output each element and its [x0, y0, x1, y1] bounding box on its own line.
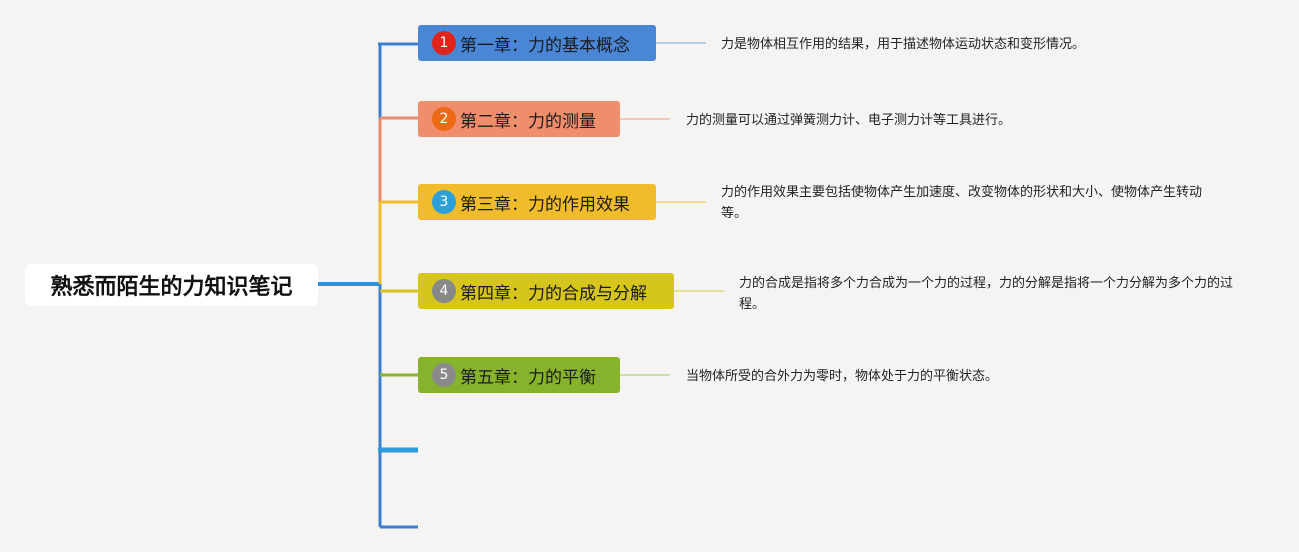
chapter-4-note[interactable]: 力的合成是指将多个力合成为一个力的过程，力的分解是指将一个力分解为多个力的过程。	[739, 276, 1234, 312]
root-topic[interactable]: 熟悉而陌生的力知识笔记	[25, 264, 318, 306]
chapter-4-title: 第四章：力的合成与分解	[460, 283, 647, 304]
chapter-4-topic[interactable]: 4 第四章：力的合成与分解	[418, 273, 674, 309]
number-1-badge-icon: 1	[432, 31, 456, 55]
chapter-1-topic[interactable]: 1 第一章：力的基本概念	[418, 25, 656, 61]
chapter-1-note[interactable]: 力是物体相互作用的结果，用于描述物体运动状态和变形情况。	[721, 37, 1086, 52]
chapter-2-topic[interactable]: 2 第二章：力的测量	[418, 101, 620, 137]
chapter-3-note[interactable]: 力的作用效果主要包括使物体产生加速度、改变物体的形状和大小、使物体产生转动等。	[721, 185, 1203, 221]
chapter-3-topic[interactable]: 3 第三章：力的作用效果	[418, 184, 656, 220]
number-5-badge-icon: 5	[432, 363, 456, 387]
chapter-3-title: 第三章：力的作用效果	[460, 194, 630, 215]
chapter-2-note[interactable]: 力的测量可以通过弹簧测力计、电子测力计等工具进行。	[686, 113, 1012, 128]
chapter-5-title: 第五章：力的平衡	[460, 367, 596, 388]
number-2-badge-icon: 2	[432, 107, 456, 131]
chapter-5-note[interactable]: 当物体所受的合外力为零时，物体处于力的平衡状态。	[686, 369, 999, 384]
number-4-badge-icon: 4	[432, 279, 456, 303]
chapter-2-title: 第二章：力的测量	[460, 111, 596, 132]
number-3-badge-icon: 3	[432, 190, 456, 214]
chapter-5-topic[interactable]: 5 第五章：力的平衡	[418, 357, 620, 393]
chapter-1-title: 第一章：力的基本概念	[460, 35, 630, 56]
